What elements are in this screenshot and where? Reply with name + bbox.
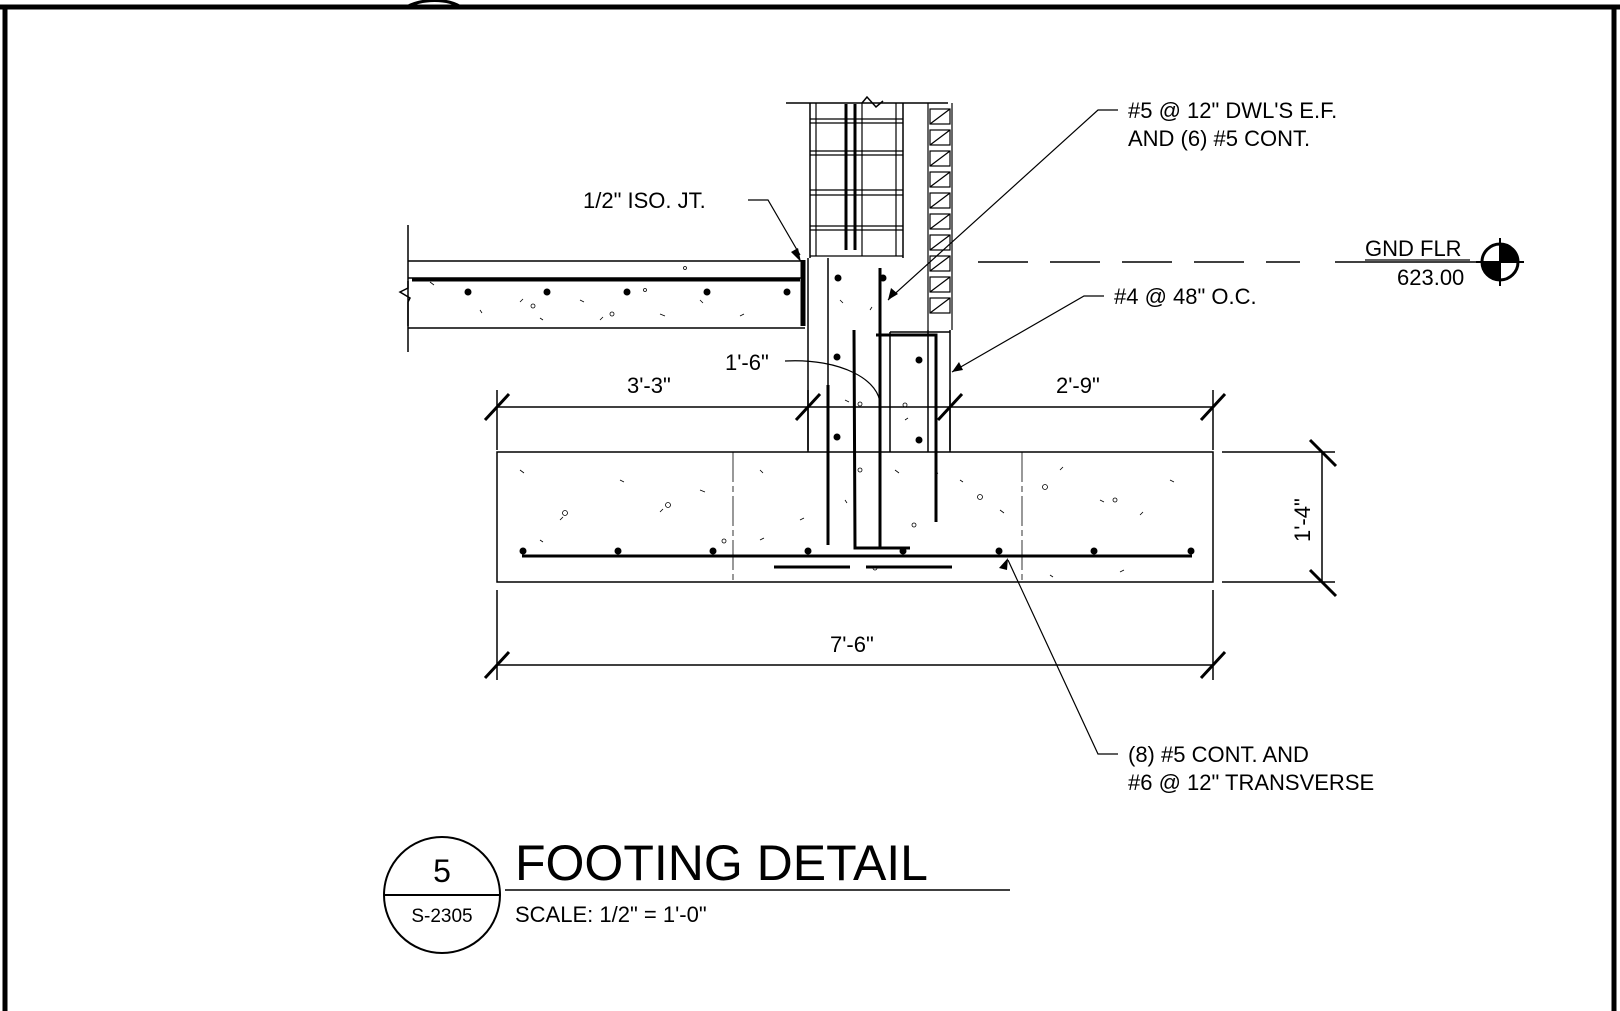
note-iso-joint: 1/2" ISO. JT.	[583, 188, 706, 213]
wall-break-symbol	[861, 95, 884, 109]
dim-footing-depth: 1'-4"	[1290, 498, 1315, 542]
wall-reinforcing	[774, 104, 952, 569]
leader-arrowheads	[791, 248, 1008, 570]
dim-left-projection: 3'-3"	[627, 373, 671, 398]
slab-break-line	[398, 281, 411, 326]
detail-number: 5	[433, 853, 451, 889]
note-dowels-line1: #5 @ 12" DWL'S E.F.	[1128, 98, 1337, 123]
slab-rebar	[412, 278, 800, 296]
slab-on-grade	[398, 225, 805, 352]
elevation-target-icon	[1476, 238, 1524, 286]
note-footing-bars-line2: #6 @ 12" TRANSVERSE	[1128, 770, 1374, 795]
detail-title: FOOTING DETAIL	[515, 835, 928, 891]
detail-scale: SCALE: 1/2" = 1'-0"	[515, 902, 707, 927]
detail-title-block: 5 S-2305 FOOTING DETAIL SCALE: 1/2" = 1'…	[383, 835, 1010, 954]
brick-veneer	[927, 103, 953, 330]
note-dowels-line2: AND (6) #5 CONT.	[1128, 126, 1310, 151]
note-ties: #4 @ 48" O.C.	[1114, 284, 1257, 309]
note-leaders	[748, 109, 1118, 755]
concrete-hatch	[429, 266, 1175, 578]
wall-bar-dots	[833, 274, 923, 444]
dim-right-projection: 2'-9"	[1056, 373, 1100, 398]
leader-ties	[951, 295, 1104, 373]
leader-footing-bars	[1007, 559, 1118, 755]
note-footing-bars-line1: (8) #5 CONT. AND	[1128, 742, 1309, 767]
dimension-lines	[483, 360, 1338, 680]
footing	[496, 451, 1214, 583]
dim-wall-width: 1'-6"	[725, 350, 769, 375]
detail-sheet-number: S-2305	[411, 906, 472, 927]
elevation-value: 623.00	[1397, 265, 1464, 290]
dim-footing-width: 7'-6"	[830, 632, 874, 657]
leader-dowels	[887, 109, 1118, 301]
leader-iso-joint	[748, 199, 801, 256]
footing-rebar	[519, 547, 1195, 558]
elevation-label: GND FLR	[1365, 236, 1462, 261]
cmu-wall	[786, 95, 948, 258]
wall-width-leader	[784, 360, 881, 408]
